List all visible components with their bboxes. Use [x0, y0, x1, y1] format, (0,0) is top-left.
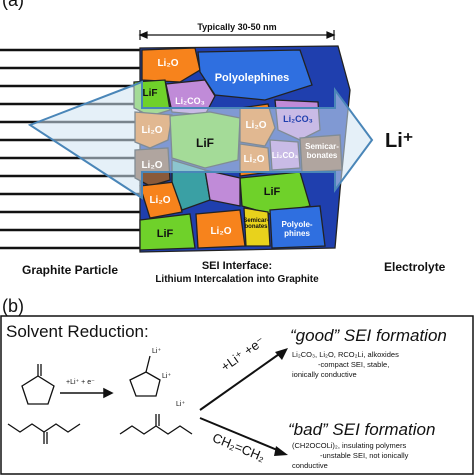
label-polyolephines-top: Polyolephines	[214, 72, 290, 84]
sei-interface-title: SEI Interface:	[201, 260, 273, 272]
upper-branch-arrowhead	[275, 348, 288, 360]
good-sei-title: “good” SEI formation	[290, 326, 447, 345]
li-label-3: Li⁺	[176, 401, 186, 408]
graphite-particle-label: Graphite Particle	[22, 263, 119, 277]
label-li2o-left-low: Li₂O	[141, 160, 163, 171]
region-polyolephines-top	[197, 49, 313, 101]
panel-b-label: (b)	[2, 296, 24, 316]
panel-b-border	[0, 315, 474, 475]
reduction-arrow	[60, 387, 114, 399]
label-semicarbonates: Semicar- bonates	[305, 142, 339, 160]
label-li2o-center: Li₂O	[245, 120, 267, 131]
label-lif-bottom-left: LiF	[156, 228, 174, 240]
li-intercalation-arrow	[27, 80, 374, 200]
label-li2o-bottom-mid: Li₂O	[149, 195, 171, 206]
region-lif-bottom-left	[139, 213, 196, 251]
label-lif-top-left: LiF	[142, 88, 158, 99]
dimension-label: Typically 30-50 nm	[197, 22, 277, 32]
good-sei-line1: Li₂CO₃, Li₂O, RCO₂Li, alkoxides	[292, 350, 399, 359]
solvent-reduction-title: Solvent Reduction:	[6, 322, 149, 341]
lower-branch-arrowhead	[274, 446, 288, 456]
label-li2o-top: Li₂O	[157, 58, 179, 69]
label-li2o-bottom-center: Li₂O	[210, 226, 232, 237]
open-radical-structure	[119, 414, 193, 435]
li-label-2: Li⁺	[162, 373, 172, 380]
region-polyolephines-bottom	[269, 205, 326, 249]
ring-radical-structure	[129, 355, 161, 397]
label-li2co3-top: Li₂CO₃	[175, 96, 205, 106]
good-sei-line3: ionically conductive	[292, 370, 357, 379]
label-li2o-left-mid: Li₂O	[141, 125, 163, 136]
diethyl-carbonate-structure	[7, 423, 81, 444]
ethylene-carbonate-structure	[21, 364, 55, 405]
label-semicarbonates-small: Semicar- bonates	[243, 218, 269, 230]
panel-a-label: (a)	[2, 0, 24, 10]
reagent-label: +Li⁺ + e⁻	[66, 379, 95, 386]
label-li2co3-center: Li₂CO₃	[271, 151, 299, 160]
region-li2o-top	[141, 47, 201, 83]
bad-sei-title: “bad” SEI formation	[288, 420, 436, 439]
sei-interface-subtitle: Lithium Intercalation into Graphite	[155, 274, 319, 285]
good-sei-line2: -compact SEI, stable,	[318, 360, 390, 369]
label-li2co3-right: Li₂CO₃	[283, 114, 313, 124]
label-lif-right: LiF	[263, 186, 281, 198]
bad-sei-line2: -unstable SEI, not ionically	[320, 451, 409, 460]
region-li2o-bottom-mid	[139, 181, 183, 219]
branch-arrows	[199, 351, 283, 453]
label-li2o-center-right: Li₂O	[243, 154, 265, 165]
bad-sei-line1: (CH2OCOLi)₂, insulating polymers	[292, 441, 407, 450]
li-label-1: Li⁺	[152, 348, 162, 355]
region-li2co3-mid	[204, 169, 241, 207]
label-polyolephines-bottom: Polyole- phines	[281, 220, 313, 238]
region-semicarbonates-small	[243, 207, 271, 247]
label-lif-center: LiF	[196, 136, 214, 150]
region-li2o-bottom-center	[195, 209, 246, 249]
li-ion-label: Li⁺	[385, 130, 414, 152]
bad-sei-line3: conductive	[292, 461, 328, 470]
dimension-bracket	[138, 30, 336, 40]
electrolyte-label: Electrolyte	[384, 260, 446, 274]
